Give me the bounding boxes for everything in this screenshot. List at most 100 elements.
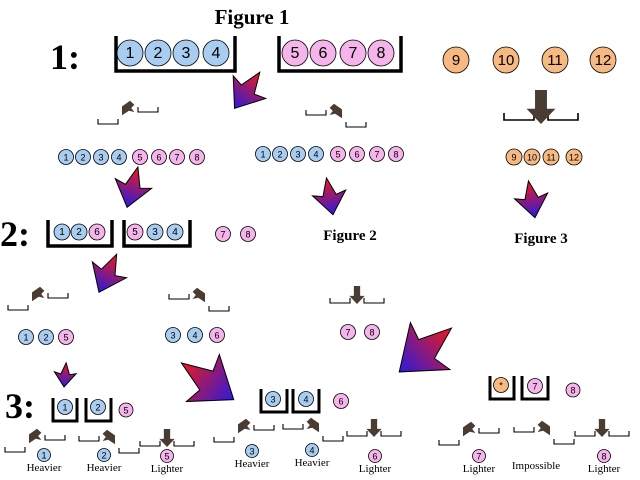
scale-icon-fig1-left-heavy [97, 100, 159, 125]
balanced-arrow-icon [159, 429, 175, 447]
w1-right-ball-2-disc [339, 39, 367, 67]
w2-off-ball-1-disc [240, 226, 256, 242]
fig3-row-ball-1: 10 [523, 148, 541, 166]
fig2-row-ball-4-label: 5 [335, 150, 340, 160]
w1-off-ball-0: 9 [442, 46, 470, 74]
right-tray [553, 439, 575, 445]
left-tray [97, 119, 119, 125]
figure-2-title: Figure 2 [323, 228, 376, 244]
balanced-arrow-icon [594, 419, 610, 437]
fig3-row-ball-0-disc [505, 148, 523, 166]
outcome-7: Impossible [512, 460, 560, 472]
w1-right-ball-1-label: 6 [319, 45, 328, 62]
w3b-off-ball-0-label: 6 [338, 397, 343, 407]
weighing-3a-left-pan [51, 398, 79, 423]
w1-right-ball-3-disc [367, 39, 395, 67]
w1-right-ball-3: 8 [367, 39, 395, 67]
weighing-3b-left-pan [259, 389, 289, 414]
outcome-label: Heavier [295, 457, 330, 469]
tilt-arrow-icon [29, 428, 42, 444]
w3a-left-ball-0-disc [57, 399, 73, 415]
fig1-row-ball-0: 1 [58, 149, 74, 165]
fig2-row-ball-5-label: 6 [354, 150, 359, 160]
outcome-ball-label: 2 [101, 451, 106, 461]
fig1-row-ball-5-disc [151, 149, 167, 165]
fig2-row-ball-0-label: 1 [260, 150, 265, 160]
fig2-row-ball-4: 5 [330, 146, 346, 162]
fig1-row-ball-7: 8 [189, 149, 205, 165]
w3b-right-ball-0-label: 4 [303, 395, 308, 405]
w2-left-ball-1: 2 [70, 223, 88, 241]
w2-right-ball-2-label: 4 [172, 227, 178, 238]
right-tray [44, 435, 66, 441]
w3a-right-ball-0-label: 2 [95, 403, 100, 413]
w1-left-ball-3-label: 4 [212, 45, 221, 62]
outcome-ball [160, 449, 174, 463]
outcome-label: Impossible [512, 460, 560, 472]
scale-icon-s3-6 [346, 419, 402, 437]
r3a-ball-2-disc [58, 329, 74, 345]
w2-right-ball-2: 4 [166, 223, 184, 241]
w3a-right-ball-0-disc [90, 399, 106, 415]
outcome-ball [597, 449, 611, 463]
weighing-3a-right-pan [84, 398, 113, 423]
fig3-row-ball-1-disc [523, 148, 541, 166]
w3b-right-ball-0: 4 [298, 391, 314, 407]
w1-off-ball-2-disc [541, 46, 569, 74]
flow-arrow-s1-to-s2-shape [114, 165, 154, 209]
w1-left-ball-0-label: 1 [126, 45, 135, 62]
left-tray [4, 447, 26, 453]
r3a-ball-1-disc [38, 329, 54, 345]
fig3-row-ball-3-disc [565, 148, 583, 166]
outcome-ball [245, 444, 259, 458]
w3c-left-ball-0-disc [493, 377, 509, 393]
weighing-3c-left-pan [488, 376, 516, 401]
weighing-2-right-pan [122, 220, 192, 248]
fig1-row-ball-3: 4 [111, 149, 127, 165]
fig1-row-ball-6-disc [169, 149, 185, 165]
weighing-1-right-pan [277, 36, 403, 73]
w3c-left-ball-0: * [493, 377, 509, 393]
left-tray [78, 436, 100, 442]
r3a-ball-2-label: 5 [63, 333, 68, 343]
w3b-off-ball-0: 6 [333, 393, 349, 409]
fig1-row-ball-2: 3 [93, 149, 109, 165]
fig3-row-ball-2: 11 [542, 148, 560, 166]
fig3-row-ball-1-label: 10 [527, 153, 537, 163]
w3c-off-ball-0-disc [565, 382, 581, 398]
r3c-ball-1: 8 [364, 324, 380, 340]
fig1-row-ball-7-disc [189, 149, 205, 165]
right-tray [173, 441, 195, 447]
fig2-row-ball-0: 1 [255, 146, 271, 162]
flow-arrow-s3b [180, 352, 235, 403]
fig2-row-ball-1-disc [272, 146, 288, 162]
fig2-row-ball-2-disc [290, 146, 306, 162]
w2-right-ball-0-label: 5 [132, 227, 138, 238]
scale-icon-fig2-right-heavy [305, 103, 367, 128]
fig3-row-ball-0-label: 9 [511, 153, 516, 163]
fig1-row-ball-3-label: 4 [116, 153, 121, 163]
fig3-row-ball-3: 12 [565, 148, 583, 166]
outcome-ball [305, 443, 319, 457]
w1-right-ball-3-label: 8 [377, 45, 386, 62]
outcome-label: Heavier [87, 462, 122, 474]
step-2-label: 2: [0, 214, 30, 254]
outcome-ball-label: 3 [249, 447, 254, 457]
outcome-label: Lighter [151, 463, 184, 475]
r3a-ball-1: 2 [38, 329, 54, 345]
weighing-2-left-pan [46, 220, 114, 248]
flow-arrow-s3a [53, 361, 78, 388]
fig2-row-ball-3: 4 [308, 146, 324, 162]
flow-arrow-fig1 [232, 71, 268, 110]
outcome-ball-label: 5 [164, 452, 169, 462]
r3b-ball-2-label: 6 [214, 331, 219, 341]
fig1-row-ball-2-label: 3 [98, 153, 103, 163]
r3a-ball-1-label: 2 [43, 333, 48, 343]
left-tray [574, 431, 596, 437]
outcome-ball [368, 449, 382, 463]
flow-arrows-layer [53, 71, 549, 403]
flow-arrow-s3a-shape [53, 361, 78, 388]
fig2-row-ball-3-disc [308, 146, 324, 162]
